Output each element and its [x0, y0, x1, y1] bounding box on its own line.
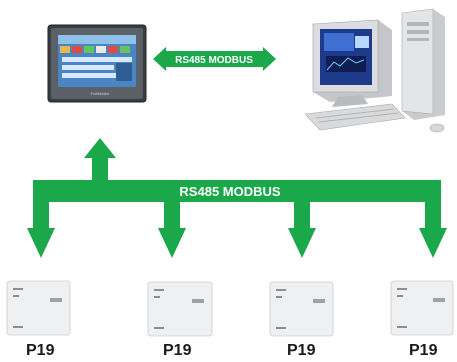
- device-p19-1: [6, 280, 71, 336]
- top-link-arrow: RS485 MODBUS: [153, 47, 276, 71]
- device-p19-4: [390, 280, 454, 336]
- hmi-touch-panel: ProfiMonitor: [47, 24, 147, 103]
- device-p19-2: [147, 281, 213, 337]
- device-label-3: P19: [287, 342, 316, 359]
- pc-workstation: [304, 8, 445, 133]
- top-link-label: RS485 MODBUS: [175, 55, 253, 66]
- device-label-4: P19: [409, 342, 438, 359]
- hmi-brand: ProfiMonitor: [91, 92, 111, 96]
- device-label-1: P19: [26, 342, 55, 359]
- main-bus-label: RS485 MODBUS: [179, 184, 280, 199]
- device-label-2: P19: [163, 342, 192, 359]
- main-bus: [27, 138, 447, 258]
- device-p19-3: [269, 281, 334, 337]
